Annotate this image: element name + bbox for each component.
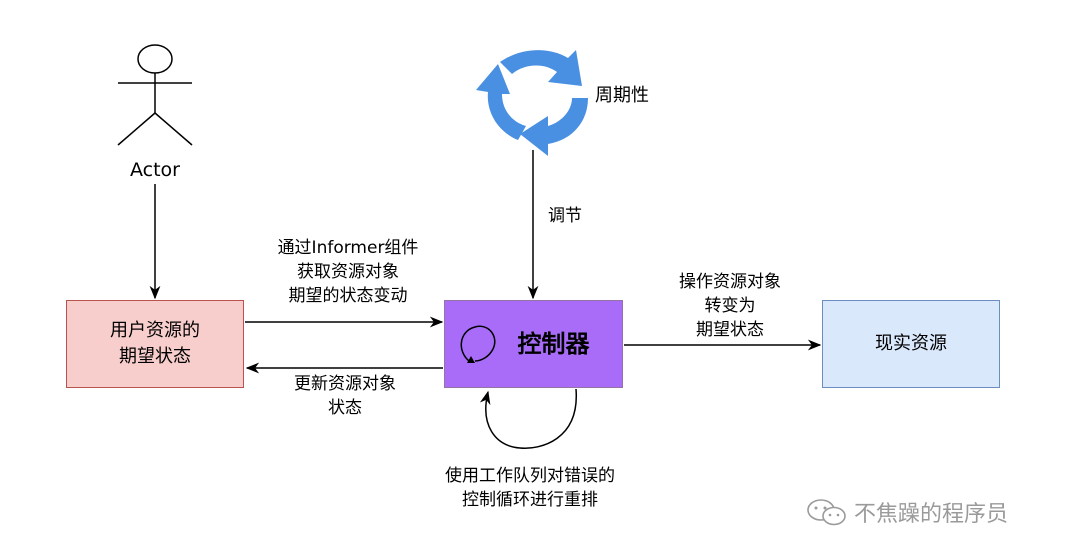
wechat-icon xyxy=(807,499,846,526)
cycle-icon xyxy=(476,50,588,156)
desired-state-node: 用户资源的 期望状态 xyxy=(66,300,244,388)
actor-label: Actor xyxy=(130,159,180,181)
informer-edge-label: 通过Informer组件 获取资源对象 期望的状态变动 xyxy=(277,238,419,306)
tune-label: 调节 xyxy=(548,206,582,226)
update-edge-label: 更新资源对象 状态 xyxy=(294,374,396,418)
watermark: 不焦躁的程序员 xyxy=(806,494,1066,530)
control-loop-icon xyxy=(460,325,496,363)
periodic-label: 周期性 xyxy=(595,85,649,106)
edge-queue-loop xyxy=(479,388,577,449)
actor-figure xyxy=(117,44,193,146)
watermark-text: 不焦躁的程序员 xyxy=(854,502,1009,527)
operate-edge-label: 操作资源对象 转变为 期望状态 xyxy=(679,272,781,340)
controller-label: 控制器 xyxy=(517,330,590,358)
queue-edge-label: 使用工作队列对错误的 控制循环进行重排 xyxy=(445,466,615,510)
controller-node: 控制器 xyxy=(444,300,623,388)
real-resource-node: 现实资源 xyxy=(822,300,1000,388)
